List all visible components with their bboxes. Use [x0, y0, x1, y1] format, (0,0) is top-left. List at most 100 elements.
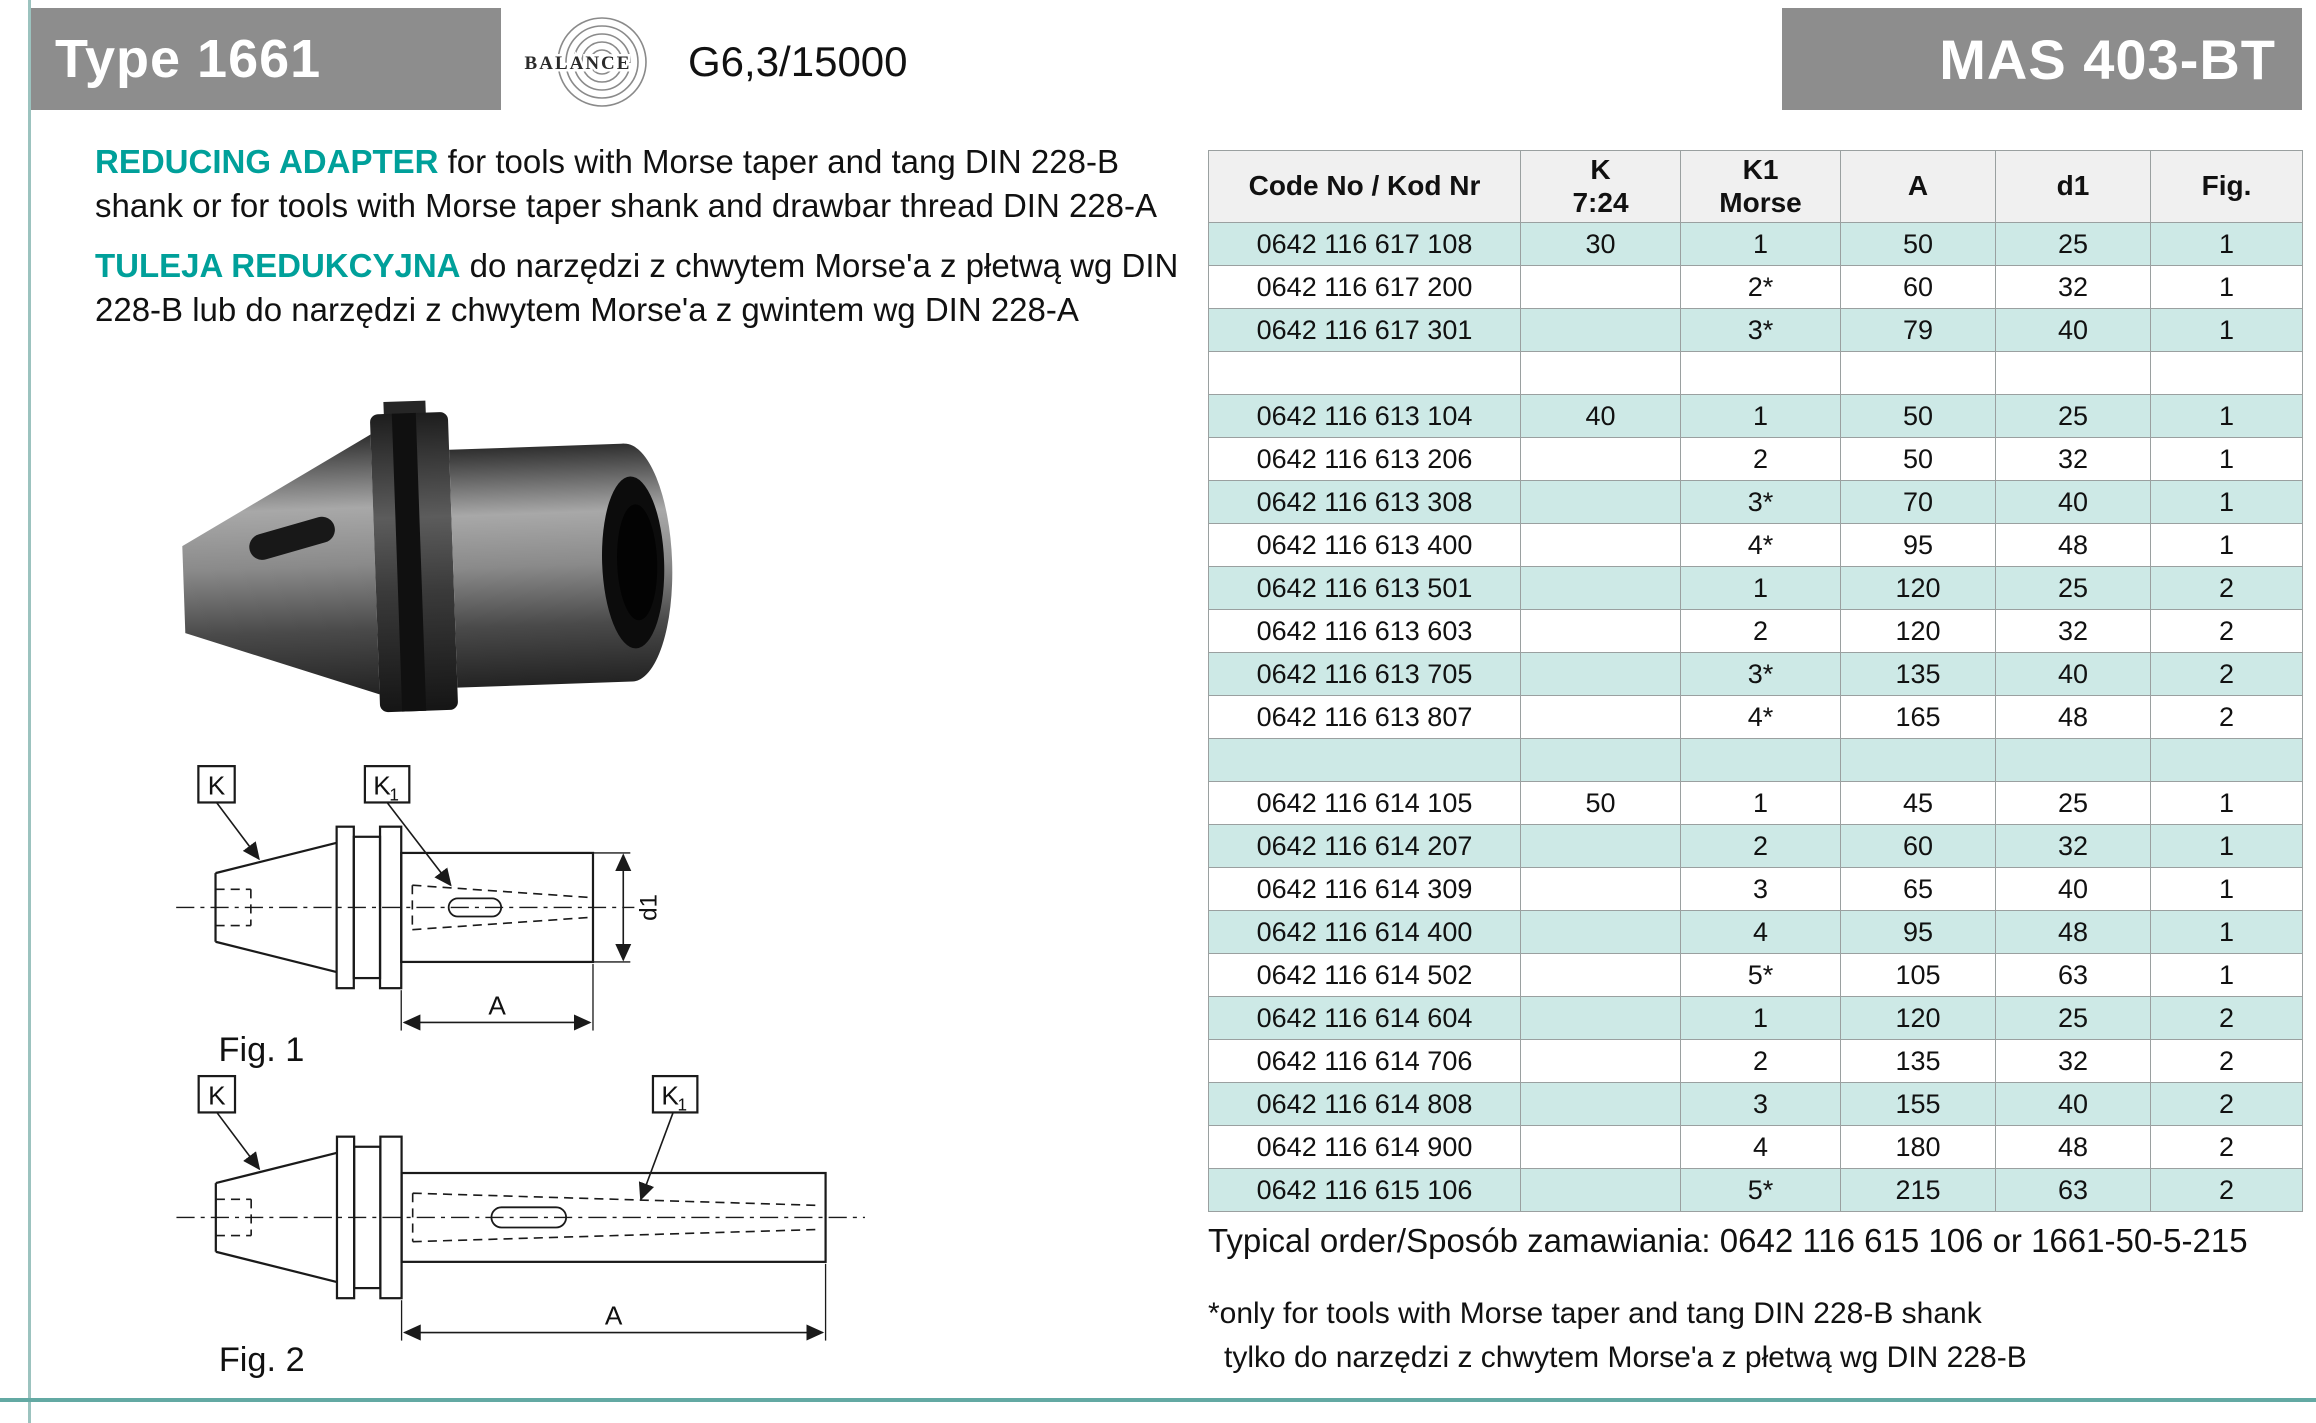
table-cell: 25: [1995, 222, 2151, 266]
table-cell: 95: [1840, 523, 1996, 567]
table-cell: 40: [1995, 652, 2151, 696]
table-cell: 2: [2150, 1125, 2303, 1169]
table-cell: 48: [1995, 910, 2151, 954]
table-cell: 0642 116 613 705: [1208, 652, 1521, 696]
table-cell: 120: [1840, 996, 1996, 1040]
table-cell: [2150, 351, 2303, 395]
description-block: REDUCING ADAPTER for tools with Morse ta…: [95, 140, 1185, 332]
table-cell: 1: [1680, 394, 1841, 438]
col-header-fig: Fig.: [2150, 150, 2303, 223]
table-cell: 1: [2150, 394, 2303, 438]
footnote-en: *only for tools with Morse taper and tan…: [1208, 1297, 1982, 1330]
table-cell: [1680, 738, 1841, 782]
table-cell: [1520, 867, 1681, 911]
table-cell: [1520, 996, 1681, 1040]
table-cell: [1520, 1039, 1681, 1083]
bottom-margin-rule: [0, 1398, 2316, 1402]
table-cell: 0642 116 613 807: [1208, 695, 1521, 739]
table-cell: 3*: [1680, 308, 1841, 352]
table-cell: 1: [2150, 781, 2303, 825]
table-cell: 0642 116 614 502: [1208, 953, 1521, 997]
table-cell: [1520, 523, 1681, 567]
table-cell: [1520, 265, 1681, 309]
table-cell: 1: [1680, 222, 1841, 266]
table-cell: 3*: [1680, 480, 1841, 524]
table-cell: 40: [1995, 308, 2151, 352]
table-cell: [1520, 738, 1681, 782]
table-cell: [1520, 824, 1681, 868]
table-cell: 32: [1995, 437, 2151, 481]
table-cell: 32: [1995, 265, 2151, 309]
table-cell: 50: [1840, 437, 1996, 481]
description-en-title: REDUCING ADAPTER: [95, 143, 439, 180]
table-cell: 0642 116 614 900: [1208, 1125, 1521, 1169]
table-cell: 0642 116 613 603: [1208, 609, 1521, 653]
table-cell: [1520, 652, 1681, 696]
table-cell: 2: [1680, 1039, 1841, 1083]
table-cell: 79: [1840, 308, 1996, 352]
table-cell: 0642 116 613 206: [1208, 437, 1521, 481]
table-cell: 32: [1995, 609, 2151, 653]
description-en: REDUCING ADAPTER for tools with Morse ta…: [95, 140, 1185, 228]
left-margin-rule: [28, 0, 31, 1423]
table-cell: 25: [1995, 781, 2151, 825]
col-header-d1: d1: [1995, 150, 2151, 223]
table-cell: 180: [1840, 1125, 1996, 1169]
table-cell: 0642 116 614 604: [1208, 996, 1521, 1040]
table-cell: 105: [1840, 953, 1996, 997]
table-cell: 0642 116 617 301: [1208, 308, 1521, 352]
table-cell: 165: [1840, 695, 1996, 739]
table-cell: 2: [2150, 609, 2303, 653]
table-cell: 5*: [1680, 1168, 1841, 1212]
standard-label: MAS 403-BT: [1939, 27, 2276, 91]
table-cell: [1520, 1168, 1681, 1212]
table-cell: [1520, 609, 1681, 653]
table-cell: 25: [1995, 566, 2151, 610]
table-cell: 0642 116 614 105: [1208, 781, 1521, 825]
table-cell: 40: [1995, 480, 2151, 524]
table-cell: 40: [1995, 1082, 2151, 1126]
fig2-label: Fig. 2: [219, 1341, 305, 1379]
table-cell: [1208, 738, 1521, 782]
description-en-body: for tools with Morse taper and tang DIN …: [95, 143, 1158, 224]
table-cell: 1: [2150, 523, 2303, 567]
table-cell: 0642 116 613 308: [1208, 480, 1521, 524]
table-cell: 4: [1680, 910, 1841, 954]
fig2-dim-k1: K: [661, 1080, 679, 1110]
table-cell: 1: [1680, 781, 1841, 825]
table-cell: 50: [1840, 394, 1996, 438]
table-cell: 0642 116 615 106: [1208, 1168, 1521, 1212]
balance-word: BALANCE: [525, 53, 632, 74]
table-cell: 0642 116 617 108: [1208, 222, 1521, 266]
table-cell: 0642 116 614 808: [1208, 1082, 1521, 1126]
table-cell: [1520, 351, 1681, 395]
fig2-drawing: K K 1 A Fig. 2: [158, 1066, 946, 1384]
table-row: [1208, 351, 2303, 395]
table-cell: [1995, 738, 2151, 782]
table-cell: 0642 116 613 501: [1208, 566, 1521, 610]
table-cell: [1520, 695, 1681, 739]
table-cell: [1520, 308, 1681, 352]
table-cell: 48: [1995, 1125, 2151, 1169]
table-cell: 0642 116 614 207: [1208, 824, 1521, 868]
table-cell: [1520, 910, 1681, 954]
table-cell: 32: [1995, 824, 2151, 868]
table-cell: [1680, 351, 1841, 395]
standard-header: MAS 403-BT: [1782, 8, 2302, 110]
table-cell: [1520, 480, 1681, 524]
table-cell: 2: [2150, 566, 2303, 610]
type-header: Type 1661: [31, 8, 501, 110]
table-cell: 215: [1840, 1168, 1996, 1212]
balance-icon: BALANCE: [522, 17, 647, 107]
